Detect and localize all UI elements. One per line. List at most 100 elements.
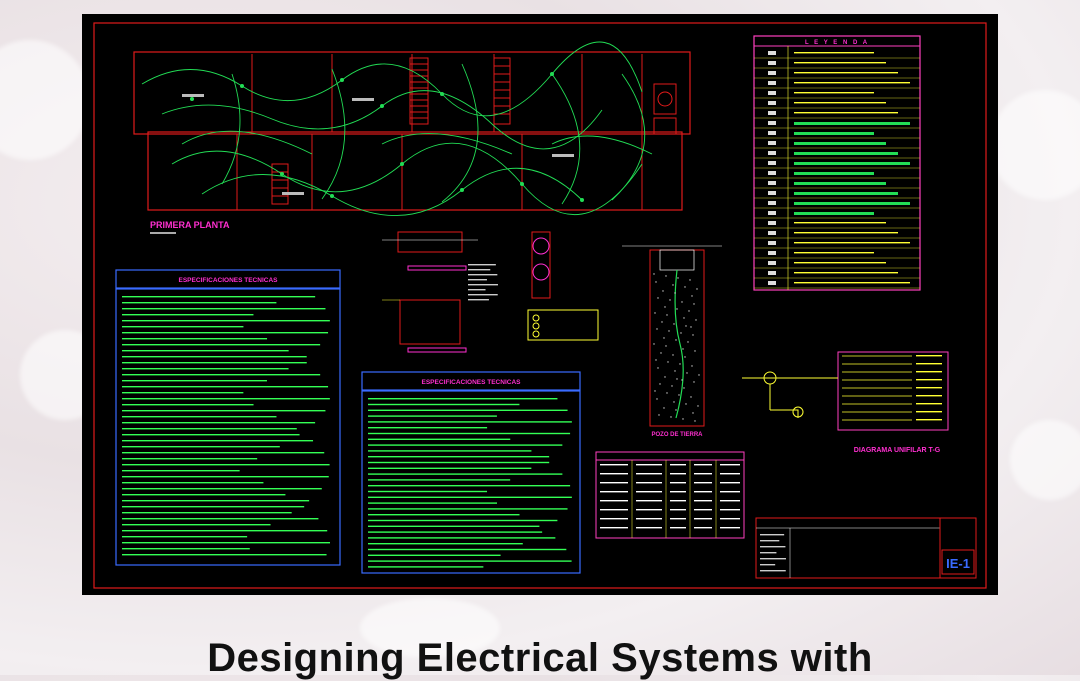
soil-dot [686,372,688,374]
legend-row-text [794,82,910,84]
soil-dot [685,325,687,327]
soil-dot [674,370,676,372]
text-line [122,512,292,514]
text-line [122,506,305,508]
legend-row-text [794,242,910,244]
soil-dot [672,284,674,286]
soil-dot [653,343,655,345]
load-cell [636,527,662,529]
text-line [122,410,326,412]
branch-label [916,411,942,413]
legend-symbol-icon [768,191,776,195]
text-line [122,356,307,358]
ground-dots [653,273,700,422]
branch-label [916,371,942,373]
text-line [122,392,244,394]
unifilar-diagram [742,351,949,431]
cad-sheet: PRIMERA PLANTA ESPECIFICACIONES TECNICAS… [93,22,987,589]
legend-symbol-icon [768,281,776,285]
text-line [122,386,329,388]
text-line [368,438,511,440]
soil-dot [666,392,668,394]
diagram-title: DIAGRAMA UNIFILAR T-G [854,447,941,454]
soil-dot [683,317,685,319]
soil-dot [671,385,673,387]
load-cell [720,473,740,475]
branch-label [916,419,942,421]
legend-row-text [794,272,898,274]
text-line [122,332,329,334]
load-cell [720,482,740,484]
soil-dot [679,363,681,365]
load-cell [600,500,628,502]
legend-symbol-icon [768,111,776,115]
load-cell [720,464,740,466]
soil-dot [657,297,659,299]
soil-dot [654,390,656,392]
legend-symbol-icon [768,141,776,145]
soil-dot [669,299,671,301]
soil-dot [682,348,684,350]
soil-dot [665,275,667,277]
text-line [368,450,532,452]
text-line [122,362,307,364]
text-line [468,284,498,286]
text-line [122,398,330,400]
ground-well [622,245,722,427]
legend-symbol-icon [768,81,776,85]
soil-dot [694,420,696,422]
text-line [468,264,496,266]
text-line [122,452,325,454]
soil-dot [681,379,683,381]
soil-dot [692,412,694,414]
legend-row-text [794,72,898,74]
legend-row-text [794,132,874,135]
text-line [122,326,244,328]
text-line [368,508,568,510]
legend-row-text [794,222,886,224]
soil-dot [695,319,697,321]
soil-dot [664,306,666,308]
load-cell [720,500,740,502]
legend-symbol-icon [768,91,776,95]
soil-dot [665,345,667,347]
soil-dot [675,339,677,341]
text-line [122,296,316,298]
load-cell [600,491,628,493]
load-cell [600,464,628,466]
text-line [122,470,240,472]
text-line [368,432,571,435]
load-cell [600,482,628,484]
soil-dot [685,403,687,405]
spec-title-right: ESPECIFICACIONES TECNICAS [422,379,522,386]
branch-label [916,395,942,397]
soil-dot [690,396,692,398]
soil-dot [693,381,695,383]
load-cell [720,491,740,493]
spec-box-right [361,371,581,574]
load-cell [694,491,712,493]
legend-row-text [794,212,874,215]
text-line [122,446,280,448]
text-line [468,299,489,301]
load-cell [720,527,740,529]
load-cell [600,518,628,520]
text-line [468,294,498,296]
text-line [122,422,316,424]
soil-dot [690,326,692,328]
legend-row-text [794,122,910,125]
load-cell [670,518,686,520]
soil-dot [691,295,693,297]
section-details [382,231,599,353]
text-line [468,279,487,281]
section-notes [468,264,498,301]
legend-symbol-icon [768,261,776,265]
plan-scale [150,232,176,234]
text-line [368,444,563,446]
text-line [368,409,568,411]
text-line [122,494,286,496]
legend-symbol-icon [768,161,776,165]
soil-dot [668,330,670,332]
text-line [760,546,786,548]
unifilar-branches [842,355,942,421]
